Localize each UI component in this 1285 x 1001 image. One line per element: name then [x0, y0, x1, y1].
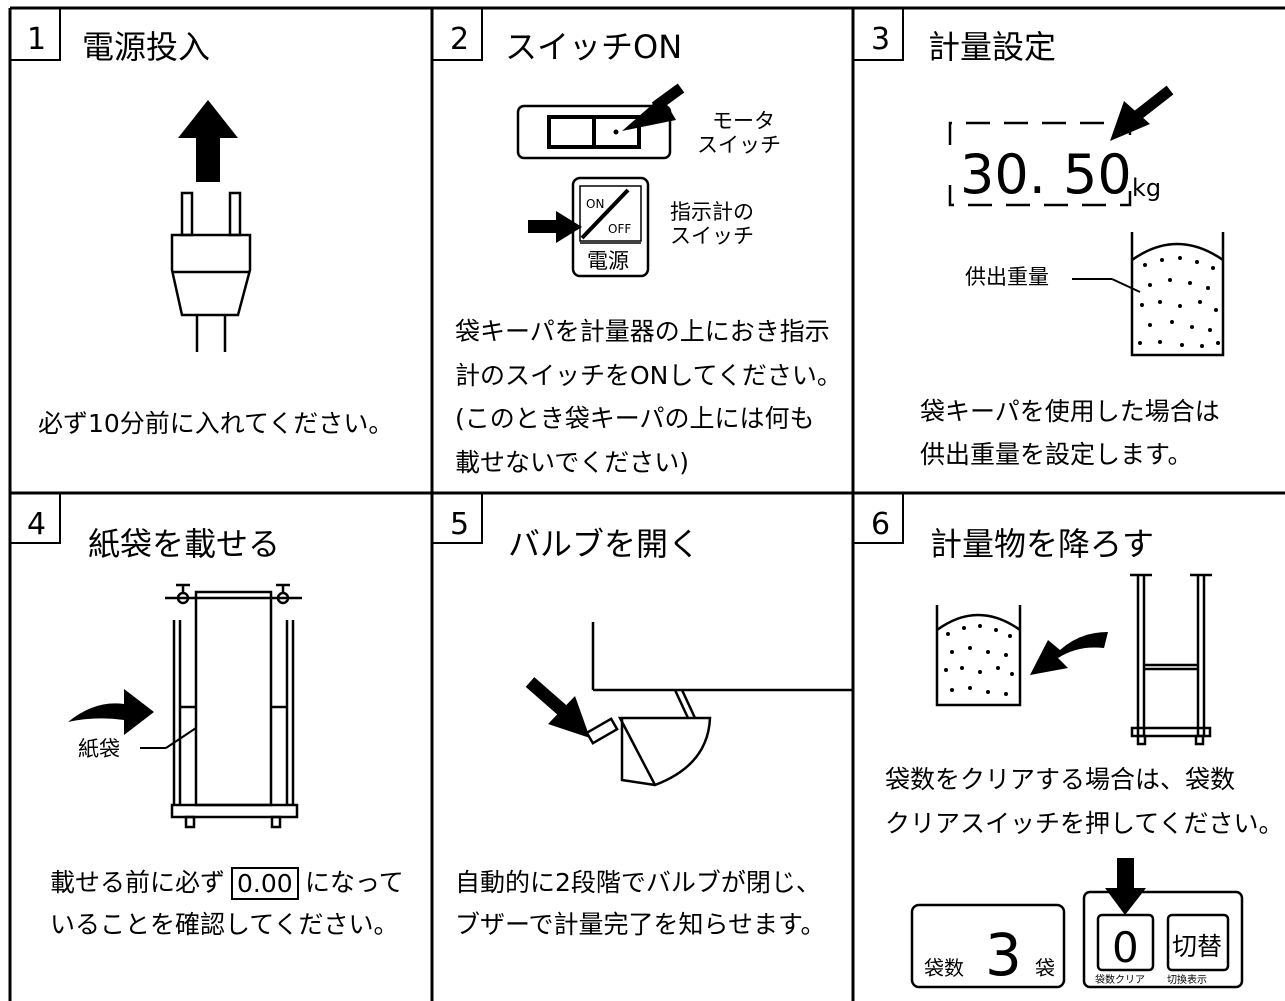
valve-icon	[585, 622, 853, 787]
step-2-caption-2: 計のスイッチをONしてください。	[455, 361, 842, 390]
step-2-caption-1: 袋キーパを計量器の上におき指示	[455, 317, 830, 346]
step-2-caption-3: (このとき袋キーパの上には何も	[455, 404, 815, 433]
counter-label: 袋数	[924, 956, 964, 980]
clear-key-arrow-icon	[1105, 858, 1146, 915]
power-plug-icon	[170, 100, 252, 352]
step-4-number: 4	[27, 507, 46, 542]
bag-clear-key-label: 袋数クリア	[1095, 973, 1145, 986]
display-switch-key-value: 切替	[1172, 932, 1222, 961]
step-4-caption-pre: 載せる前に必ず	[50, 868, 225, 897]
weight-display-icon	[948, 121, 1132, 207]
zero-indicator-box	[231, 867, 299, 900]
weight-label: 供出重量	[965, 265, 1049, 289]
filled-bag-icon	[935, 605, 1022, 707]
motor-switch-icon	[516, 104, 672, 160]
step-3-title: 計量設定	[928, 28, 1056, 66]
step-3-caption-2: 供出重量を設定します。	[920, 440, 1193, 469]
display-arrow-icon	[1110, 85, 1174, 141]
meter-switch-label-2: スイッチ	[670, 224, 754, 248]
motor-switch-label-2: スイッチ	[697, 133, 781, 157]
step-5-number: 5	[450, 507, 469, 542]
step-3-number: 3	[871, 22, 890, 57]
bag-keeper-icon-2	[1130, 573, 1212, 746]
container-icon	[1072, 232, 1225, 357]
switch-on-label: ON	[586, 197, 604, 211]
step-4-caption-post: になって	[305, 868, 404, 897]
step-4-caption-box: 0.00	[237, 869, 293, 898]
step-4-caption-2: いることを確認してください。	[50, 910, 399, 939]
step-1-number: 1	[27, 22, 46, 57]
step-6-caption-2: クリアスイッチを押してください。	[885, 809, 1284, 838]
bag-leader-line-2	[165, 727, 197, 749]
bag-counter-display	[910, 903, 1066, 989]
bag-arrow-icon	[68, 689, 154, 735]
motor-switch-label-1: モータ	[712, 109, 775, 133]
key-panel	[1082, 890, 1244, 989]
step-2-number: 2	[450, 22, 469, 57]
step-6-caption-1: 袋数をクリアする場合は、袋数	[885, 765, 1235, 794]
step-4-title: 紙袋を載せる	[88, 525, 280, 563]
valve-arrow-icon	[525, 677, 590, 738]
display-switch-key[interactable]	[1166, 913, 1230, 972]
motor-arrow-icon	[622, 83, 685, 131]
counter-value: 3	[985, 921, 1022, 989]
switch-name-label: 電源	[587, 249, 629, 273]
step-5-caption-1: 自動的に2段階でバルブが閉じ、	[455, 868, 821, 897]
display-unit: kg	[1132, 174, 1161, 202]
step-6-number: 6	[871, 507, 890, 542]
step-number-boxes	[10, 8, 904, 544]
bag-keeper-icon	[165, 583, 302, 829]
step-2-caption-4: 載せないでください)	[455, 448, 689, 477]
step-5-caption-2: ブザーで計量完了を知らせます。	[455, 910, 826, 939]
meter-arrow-icon	[528, 211, 582, 243]
display-switch-key-label: 切換表示	[1167, 973, 1207, 986]
bag-clear-key[interactable]	[1096, 913, 1155, 972]
step-1-title: 電源投入	[82, 28, 210, 66]
switch-off-label: OFF	[608, 222, 631, 236]
display-value: 30. 50	[960, 143, 1132, 206]
step-3-caption-1: 袋キーパを使用した場合は	[920, 397, 1220, 426]
bag-label: 紙袋	[78, 737, 120, 761]
unload-arrow-icon	[1030, 632, 1108, 675]
panel-grid	[8, 6, 1285, 1001]
bag-clear-key-value: 0	[1112, 923, 1139, 972]
step-1-caption: 必ず10分前に入れてください。	[38, 409, 393, 438]
step-5-title: バルブを開く	[508, 525, 700, 563]
meter-switch-label-1: 指示計の	[670, 200, 754, 224]
counter-unit: 袋	[1035, 956, 1055, 980]
step-2-title: スイッチON	[505, 28, 682, 66]
step-6-title: 計量物を降ろす	[930, 525, 1154, 563]
